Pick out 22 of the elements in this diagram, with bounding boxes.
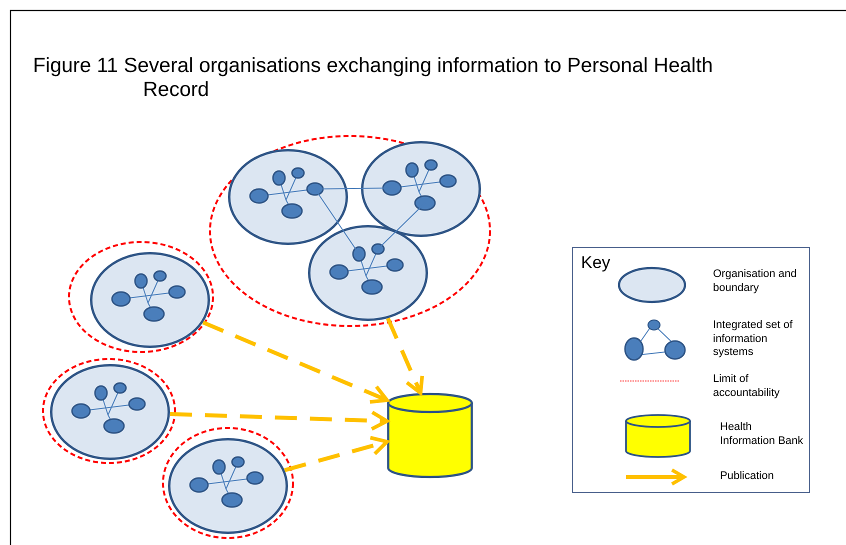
legend-text: Integrated set of information systems xyxy=(713,319,794,360)
publication-arrow xyxy=(284,436,389,472)
legend-text: Health Information Bank xyxy=(720,421,804,448)
organisation-ellipse xyxy=(361,141,481,237)
publication-arrow xyxy=(202,320,389,404)
organisation-ellipse xyxy=(50,364,170,460)
accountability-boundary xyxy=(209,135,491,327)
organisation-ellipse xyxy=(228,149,348,245)
publication-arrow xyxy=(386,318,424,395)
organisation-ellipse xyxy=(90,252,210,348)
legend-text: Publication xyxy=(720,470,775,484)
organisation-ellipse xyxy=(308,225,428,321)
legend-text: Organisation and boundary xyxy=(713,268,797,295)
figure-title: Figure 11 Several organisations exchanging information to Personal Health Record xyxy=(33,54,714,102)
accountability-boundary xyxy=(162,427,294,539)
key-heading: Key xyxy=(581,253,610,273)
publication-arrow xyxy=(170,410,389,431)
accountability-boundary xyxy=(68,241,214,353)
accountability-boundary xyxy=(42,358,176,464)
organisation-ellipse xyxy=(168,438,288,534)
legend-text: Limit of accountability xyxy=(713,373,781,400)
database-cylinder xyxy=(387,393,473,478)
